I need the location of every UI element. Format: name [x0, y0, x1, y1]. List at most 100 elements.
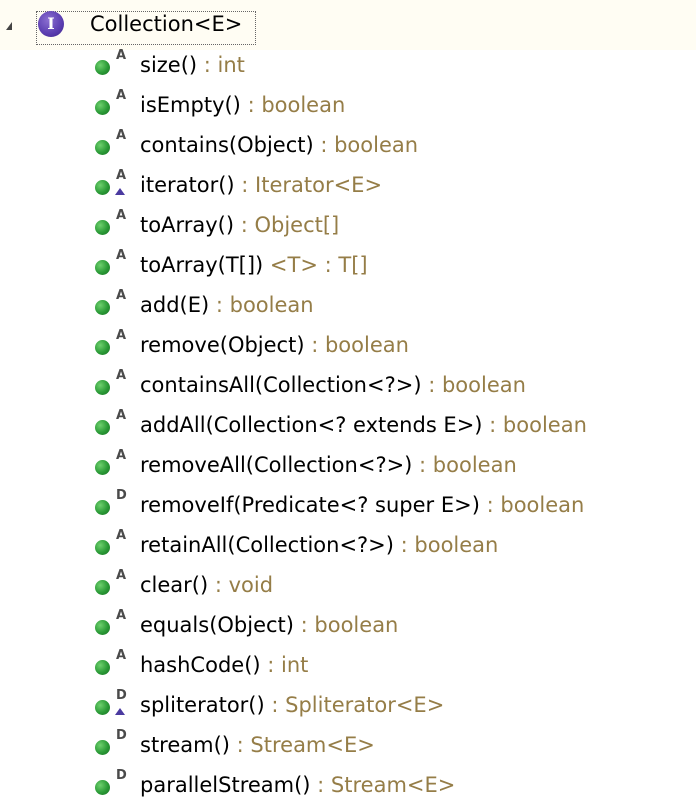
modifier-overlay-icon: A — [116, 208, 127, 223]
public-method-icon — [95, 660, 110, 675]
method-return-type: : boolean — [479, 493, 585, 517]
method-return-type: : boolean — [393, 533, 499, 557]
method-signature: isEmpty() — [140, 93, 241, 117]
collapse-triangle-icon[interactable] — [6, 22, 12, 30]
method-signature: removeIf(Predicate<? super E>) — [140, 493, 480, 517]
method-label: remove(Object) : boolean — [140, 333, 409, 357]
modifier-overlay-icon: A — [116, 528, 127, 543]
method-return-type: : int — [197, 53, 245, 77]
method-label: containsAll(Collection<?>) : boolean — [140, 373, 526, 397]
selection-focus-rect — [36, 11, 256, 45]
header-band — [0, 0, 696, 50]
method-label: iterator() : Iterator<E> — [140, 173, 382, 197]
modifier-overlay-icon: D — [116, 488, 127, 503]
modifier-overlay-icon: A — [116, 88, 127, 103]
method-return-type: : boolean — [482, 413, 587, 437]
override-triangle-icon — [115, 188, 125, 195]
public-method-icon — [95, 620, 110, 635]
method-return-type: : Stream<E> — [310, 773, 456, 797]
public-method-icon — [95, 580, 110, 595]
method-label: isEmpty() : boolean — [140, 93, 345, 117]
method-label: removeIf(Predicate<? super E>) : boolean — [140, 493, 584, 517]
public-method-icon — [95, 220, 110, 235]
public-method-icon — [95, 420, 110, 435]
public-method-icon — [95, 140, 110, 155]
modifier-overlay-icon: A — [116, 568, 127, 583]
method-label: removeAll(Collection<?>) : boolean — [140, 453, 517, 477]
public-method-icon — [95, 700, 110, 715]
public-method-icon — [95, 300, 110, 315]
modifier-overlay-icon: A — [116, 328, 127, 343]
method-signature: spliterator() — [140, 693, 265, 717]
method-return-type: : boolean — [304, 333, 409, 357]
method-signature: containsAll(Collection<?>) — [140, 373, 422, 397]
modifier-overlay-icon: A — [116, 128, 127, 143]
method-return-type: : void — [208, 573, 274, 597]
public-method-icon — [95, 340, 110, 355]
method-label: contains(Object) : boolean — [140, 133, 418, 157]
method-signature: toArray(T[]) — [140, 253, 264, 277]
method-label: retainAll(Collection<?>) : boolean — [140, 533, 498, 557]
modifier-overlay-icon: D — [116, 768, 127, 783]
public-method-icon — [95, 260, 110, 275]
method-signature: removeAll(Collection<?>) — [140, 453, 413, 477]
method-label: spliterator() : Spliterator<E> — [140, 693, 444, 717]
method-signature: remove(Object) — [140, 333, 305, 357]
interface-icon: I — [38, 11, 64, 37]
method-signature: iterator() — [140, 173, 235, 197]
tree-root-collection[interactable]: I Collection<E> — [0, 6, 696, 48]
method-signature: clear() — [140, 573, 209, 597]
public-method-icon — [95, 460, 110, 475]
method-label: size() : int — [140, 53, 245, 77]
method-return-type: : boolean — [421, 373, 526, 397]
method-label: stream() : Stream<E> — [140, 733, 375, 757]
method-label: toArray(T[]) <T> : T[] — [140, 253, 368, 277]
method-return-type: : Stream<E> — [229, 733, 375, 757]
method-return-type: : Iterator<E> — [234, 173, 383, 197]
method-return-type: <T> : T[] — [263, 253, 368, 277]
modifier-overlay-icon: A — [116, 48, 127, 63]
method-return-type: : boolean — [240, 93, 346, 117]
method-label: clear() : void — [140, 573, 273, 597]
modifier-overlay-icon: A — [116, 408, 127, 423]
method-signature: equals(Object) — [140, 613, 294, 637]
public-method-icon — [95, 500, 110, 515]
public-method-icon — [95, 780, 110, 795]
method-signature: size() — [140, 53, 198, 77]
public-method-icon — [95, 540, 110, 555]
method-signature: stream() — [140, 733, 230, 757]
method-signature: parallelStream() — [140, 773, 311, 797]
method-signature: hashCode() — [140, 653, 261, 677]
method-return-type: : Object[] — [234, 213, 340, 237]
method-label: add(E) : boolean — [140, 293, 314, 317]
modifier-overlay-icon: A — [116, 288, 127, 303]
method-label: equals(Object) : boolean — [140, 613, 398, 637]
method-signature: toArray() — [140, 213, 235, 237]
public-method-icon — [95, 740, 110, 755]
method-signature: retainAll(Collection<?>) — [140, 533, 394, 557]
public-method-icon — [95, 100, 110, 115]
method-signature: contains(Object) — [140, 133, 314, 157]
method-return-type: : boolean — [313, 133, 419, 157]
method-signature: addAll(Collection<? extends E>) — [140, 413, 483, 437]
